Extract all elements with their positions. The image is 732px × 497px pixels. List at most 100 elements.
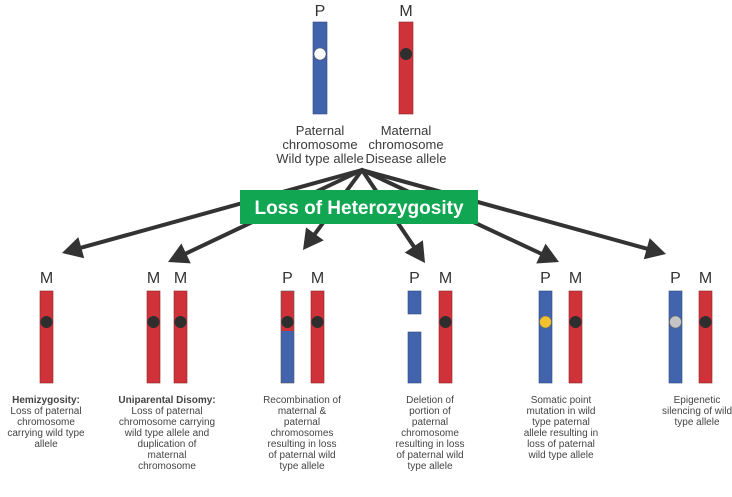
maternal-chromosome-bar: [310, 290, 325, 384]
mechanism-caption-line: type paternal: [532, 417, 590, 428]
title-box: Loss of Heterozygosity: [240, 190, 478, 224]
maternal-chromosome-bar: [39, 290, 54, 384]
mechanism-caption-line: carrying wild type: [7, 428, 85, 439]
chromosome-letter: P: [670, 270, 681, 287]
arrow-head-6: [643, 238, 666, 260]
mechanism-caption-line: type allele: [279, 461, 324, 472]
chromosome-letter: M: [699, 270, 712, 287]
chromosome-paternal: [668, 290, 683, 384]
paternal-segment-upper: [407, 290, 422, 315]
mechanism-caption-line: Loss of paternal: [131, 406, 202, 417]
maternal-caption-line-1: Maternal: [381, 123, 432, 138]
top-paternal-group: P Paternal chromosome Wild type allele: [276, 3, 363, 166]
mechanism-heading: Uniparental Disomy:: [118, 395, 215, 406]
arrow-head-4: [404, 240, 425, 263]
maternal-caption-line-2: chromosome: [368, 137, 443, 152]
title-box-background: [240, 190, 478, 224]
mechanism-caption-line: wild type allele and: [124, 428, 210, 439]
mechanism-caption-line: type allele: [407, 461, 452, 472]
mechanism-caption-line: maternal &: [278, 406, 327, 417]
top-maternal-group: M Maternal chromosome Disease allele: [366, 3, 447, 166]
paternal-letter: P: [315, 3, 326, 20]
chromosome-maternal: [146, 290, 161, 384]
paternal-chromosome: [312, 21, 328, 115]
chromosome-letter: P: [409, 270, 420, 287]
maternal-chromosome-bar: [568, 290, 583, 384]
disease-allele-dot: [311, 316, 324, 328]
mechanism-caption-line: of paternal wild: [396, 450, 463, 461]
mechanism-caption-line: of paternal wild: [268, 450, 335, 461]
chromosome-letter: M: [311, 270, 324, 287]
arrow-shaft-6: [360, 168, 651, 252]
diagram-title: Loss of Heterozygosity: [254, 198, 463, 219]
disease-allele-dot: [281, 316, 294, 328]
mechanism-caption-line: allele resulting in: [524, 428, 599, 439]
chromosome-letter: M: [174, 270, 187, 287]
paternal-chromosome-bar: [538, 290, 553, 384]
mechanism-caption-line: mutation in wild: [527, 406, 596, 417]
arrow-shaft-1: [77, 168, 364, 251]
paternal-caption-line-2: chromosome: [282, 137, 357, 152]
chromosome-maternal: [568, 290, 583, 384]
recombinant-outline: [280, 290, 295, 384]
mechanism-caption-line: maternal: [148, 450, 187, 461]
mechanism-caption-line: Somatic point: [531, 395, 592, 406]
mechanism-caption-line: chromosome carrying: [119, 417, 215, 428]
mechanism-caption-line: resulting in loss: [268, 439, 337, 450]
maternal-chromosome-bar: [438, 290, 453, 384]
silenced-allele-dot: [669, 315, 682, 329]
mechanism-caption-line: chromosome: [401, 428, 459, 439]
paternal-caption-line-3: Wild type allele: [276, 151, 363, 166]
chromosome-maternal: [310, 290, 325, 384]
disease-allele-dot: [40, 316, 53, 328]
mechanism-caption-line: Epigenetic: [674, 395, 721, 406]
mechanism-caption-line: duplication of: [138, 439, 197, 450]
chromosome-letter: M: [40, 270, 53, 287]
chromosome-recombinant: [280, 290, 295, 384]
mechanism-caption-line: silencing of wild: [662, 406, 732, 417]
mechanism-caption-line: chromosomes: [271, 428, 334, 439]
maternal-letter: M: [399, 3, 412, 20]
mechanism-caption-line: type allele: [674, 417, 719, 428]
maternal-chromosome-bar: [698, 290, 713, 384]
disease-allele-dot: [147, 316, 160, 328]
mechanism-caption-line: paternal: [284, 417, 320, 428]
mechanism-caption-line: allele: [34, 439, 58, 450]
chromosome-letter: P: [540, 270, 551, 287]
chromosome-letter: M: [439, 270, 452, 287]
arrow-head-3: [303, 227, 324, 250]
chromosome-letter: M: [569, 270, 582, 287]
maternal-chromosome-bar: [146, 290, 161, 384]
mechanism-caption-line: paternal: [412, 417, 448, 428]
mechanism-caption-line: chromosome: [17, 417, 75, 428]
mechanism-caption-line: portion of: [409, 406, 451, 417]
disease-allele-dot: [439, 316, 452, 328]
arrow-head-1: [62, 237, 85, 259]
chromosome-maternal: [698, 290, 713, 384]
mechanism-caption-line: Loss of paternal: [10, 406, 81, 417]
disease-allele-dot: [569, 316, 582, 328]
mechanism-caption-line: loss of paternal: [527, 439, 595, 450]
arrow-head-2: [168, 243, 191, 264]
mechanism-caption-line: resulting in loss: [396, 439, 465, 450]
recombinant-paternal-segment: [281, 331, 294, 383]
wild-type-allele-dot: [313, 47, 327, 61]
disease-allele-dot: [174, 316, 187, 328]
mutated-allele-dot: [539, 315, 552, 329]
chromosome-maternal: [173, 290, 188, 384]
chromosome-letter: P: [282, 270, 293, 287]
chromosome-maternal: [438, 290, 453, 384]
chromosome-paternal: [538, 290, 553, 384]
maternal-caption-line-3: Disease allele: [366, 151, 447, 166]
maternal-chromosome-bar: [173, 290, 188, 384]
paternal-caption-line-1: Paternal: [296, 123, 345, 138]
maternal-chromosome: [398, 21, 414, 115]
mechanism-caption-line: chromosome: [138, 461, 196, 472]
mechanism-caption-line: wild type allele: [527, 450, 593, 461]
